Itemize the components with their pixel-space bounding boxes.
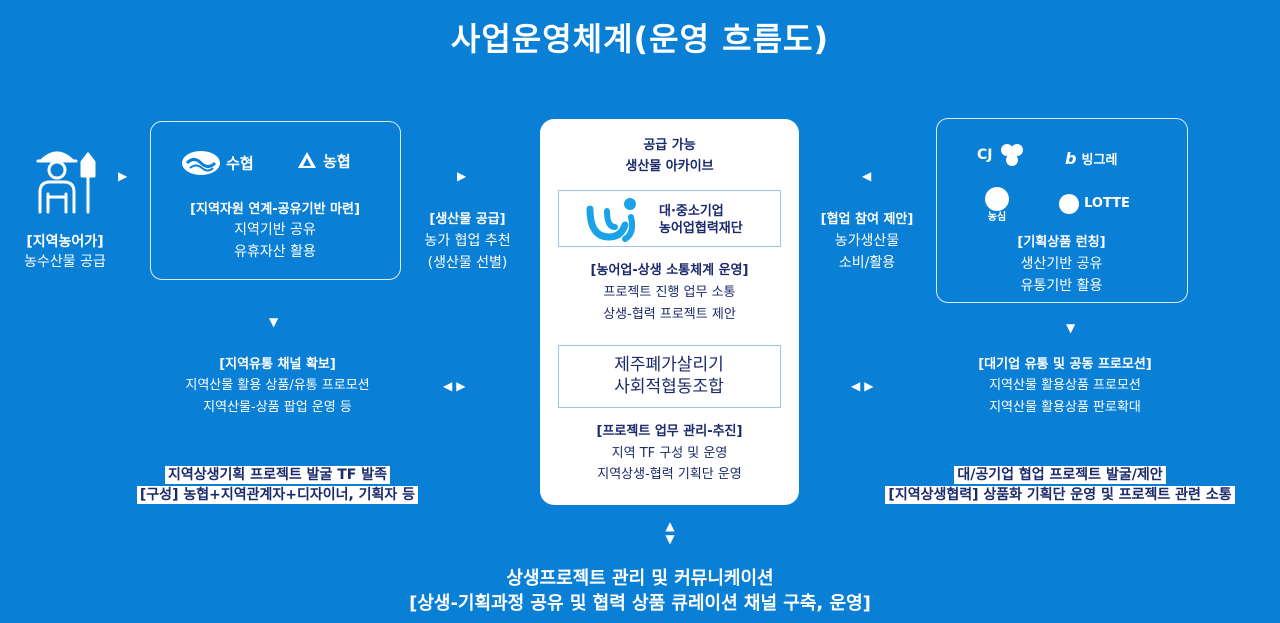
jeju-logo-box: 제주폐가살리기 사회적협동조합 (558, 345, 781, 408)
left-channel-line2: 지역산물-상품 팝업 운영 등 (203, 400, 352, 415)
center-h2-line2: 지역상생-협력 기획단 운영 (597, 467, 742, 482)
center-foundation-box: 공급 가능 생산물 아카이브 대·중소기업 농어업협력재단 [농어업-상생 소통… (540, 119, 799, 505)
triangle-down-icon: ▼ (269, 315, 279, 329)
left-box-line1: 지역기반 공유 (234, 222, 316, 238)
center-h1-line2: 상생-협력 프로젝트 제안 (603, 307, 736, 322)
farmer-icon (32, 142, 102, 217)
jeju-name2: 사회적협동조합 (614, 377, 724, 397)
cj-logo: CJ (977, 141, 1037, 171)
right-box-heading: [기획상품 런칭] (1017, 235, 1106, 250)
page-title: 사업운영체계(운영 흐름도) (450, 20, 830, 58)
cj-logo-text: CJ (977, 147, 993, 163)
center-top2: 생산물 아카이브 (625, 159, 714, 174)
nongshim-circle-icon (985, 187, 1009, 211)
left-highlight: 지역상생기획 프로젝트 발굴 TF 발족 [구성] 농협+지역관계자+디자이너,… (100, 464, 455, 504)
double-triangle-icon: ◀▶ (851, 379, 878, 393)
jeju-name1: 제주폐가살리기 (614, 355, 724, 375)
right-enterprise-box: CJ b 빙그레 농심 LOTTE [기획상품 런칭] 생산기반 공유 유통기반… (936, 118, 1188, 303)
nongshim-logo: 농심 (977, 187, 1017, 227)
center-h1-line1: 프로젝트 진행 업무 소통 (603, 285, 736, 300)
right-highlight-line2: [지역상생협력] 상품화 기획단 운영 및 프로젝트 관련 소통 (885, 486, 1235, 504)
bottom-line2: [상생-기획과정 공유 및 협력 상품 큐레이션 채널 구축, 운영] (409, 593, 871, 614)
farmer-desc: 농수산물 공급 (24, 254, 106, 270)
lotte-logo-text: LOTTE (1084, 196, 1130, 211)
lotte-circle-icon (1059, 193, 1079, 214)
binggrae-logo-text: 빙그레 (1081, 153, 1118, 168)
nonghyup-logo: 농협 (296, 150, 386, 176)
triangle-right-icon: ▶ (118, 169, 128, 183)
right-channel-line1: 지역산물 활용상품 프로모션 (989, 378, 1141, 393)
foundation-logo-icon (586, 198, 636, 242)
left-channel-heading: [지역유통 채널 확보] (219, 357, 336, 372)
right-highlight-line1: 대/공기업 협업 프로젝트 발굴/제안 (954, 466, 1166, 484)
foundation-name1: 대·중소기업 (659, 204, 724, 219)
right-box-line2: 유통기반 활용 (1020, 278, 1103, 294)
right-channel-heading: [대기업 유통 및 공동 프로모션] (978, 357, 1152, 372)
up-down-triangle-icon: ▲▼ (665, 519, 675, 546)
center-top1: 공급 가능 (643, 138, 696, 153)
supply-heading: [생산물 공급] (429, 212, 506, 227)
cooperate-heading: [협업 참여 제안] (820, 212, 914, 227)
left-highlight-line1: 지역상생기획 프로젝트 발굴 TF 발족 (165, 466, 390, 484)
center-h2-line1: 지역 TF 구성 및 운영 (611, 446, 728, 461)
bottom-line1: 상생프로젝트 관리 및 커뮤니케이션 (506, 568, 774, 589)
right-box-line1: 생산기반 공유 (1020, 256, 1103, 272)
triangle-right-icon: ▶ (457, 169, 467, 183)
triangle-down-icon: ▼ (1066, 321, 1076, 335)
left-box-heading: [지역자원 연계-공유기반 마련] (190, 202, 360, 217)
right-highlight: 대/공기업 협업 프로젝트 발굴/제안 [지역상생협력] 상품화 기획단 운영 … (840, 464, 1280, 504)
cooperate-line2: 소비/활용 (838, 255, 896, 271)
right-channel-line2: 지역산물 활용상품 판로확대 (989, 400, 1141, 415)
left-highlight-line2: [구성] 농협+지역관계자+디자이너, 기획자 등 (136, 486, 419, 504)
binggrae-b-icon: b (1065, 149, 1077, 168)
foundation-logo-box: 대·중소기업 농어업협력재단 (558, 190, 781, 247)
supply-line2: (생산물 선별) (427, 255, 508, 271)
left-box-line2: 유휴자산 활용 (234, 244, 316, 260)
suhyup-logo: 수협 (181, 150, 281, 176)
lotte-logo: LOTTE (1059, 193, 1169, 219)
triangle-left-icon: ◀ (862, 169, 872, 183)
left-channel-line1: 지역산물 활용 상품/유통 프로모션 (185, 378, 370, 393)
center-heading1: [농어업-상생 소통체계 운영] (590, 263, 749, 278)
nongshim-logo-text: 농심 (987, 212, 1007, 223)
suhyup-logo-text: 수협 (226, 154, 254, 173)
cooperate-line1: 농가생산물 (834, 233, 900, 249)
foundation-name2: 농어업협력재단 (659, 221, 743, 236)
supply-line1: 농가 협업 추천 (424, 233, 511, 249)
nonghyup-logo-text: 농협 (323, 152, 351, 171)
left-cooperative-box: 수협 농협 [지역자원 연계-공유기반 마련] 지역기반 공유 유휴자산 활용 (150, 121, 401, 280)
farmer-label: [지역농어가] (26, 234, 104, 250)
center-heading2: [프로젝트 업무 관리-추진] (596, 424, 743, 439)
binggrae-logo: b 빙그레 (1065, 149, 1165, 171)
double-triangle-icon: ◀▶ (443, 379, 470, 393)
